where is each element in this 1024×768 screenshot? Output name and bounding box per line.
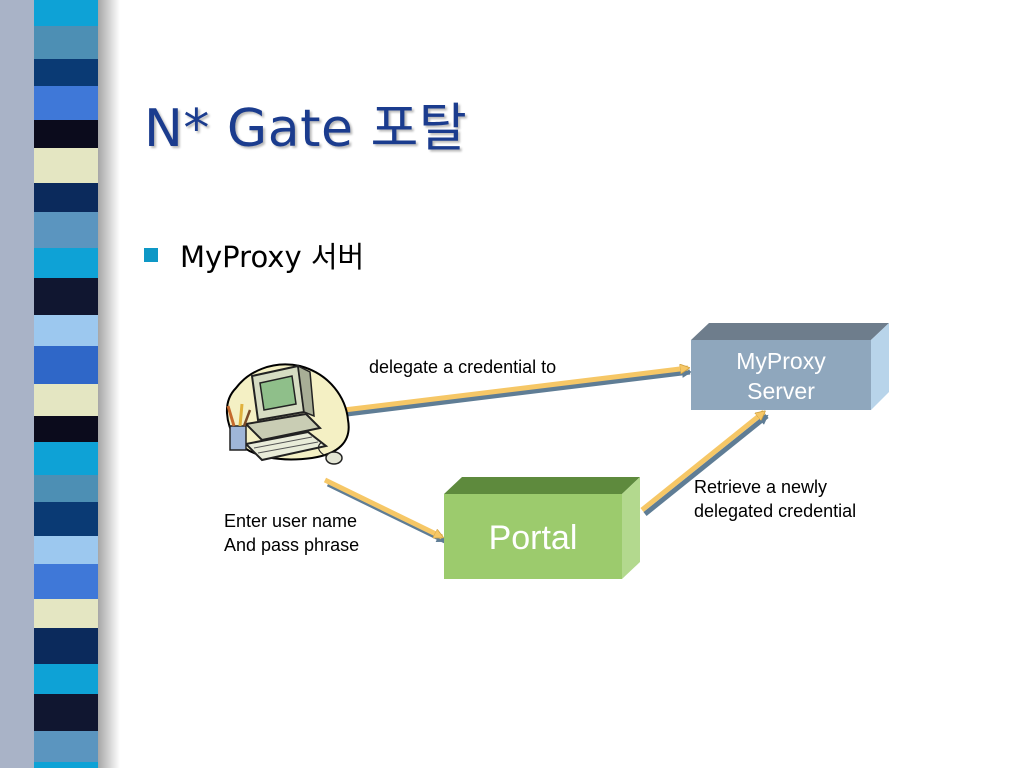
stripe-block xyxy=(34,536,98,564)
stripe-block xyxy=(34,442,98,475)
stripe-block xyxy=(34,762,98,768)
slide-title: N* Gate 포탈 xyxy=(144,99,468,159)
stripe-block xyxy=(34,183,98,212)
stripe-block xyxy=(34,120,98,148)
stripe-block xyxy=(34,502,98,536)
stripe-block xyxy=(34,475,98,502)
stripe-block xyxy=(34,416,98,442)
stripe-block xyxy=(34,564,98,599)
bullet-text: MyProxy 서버 xyxy=(180,240,365,274)
stripe-block xyxy=(34,346,98,384)
stripe-block xyxy=(34,148,98,183)
arrow-retrieve xyxy=(640,410,764,512)
myproxy-server-box xyxy=(691,323,889,410)
portal-box xyxy=(444,477,640,579)
stripe-block xyxy=(34,86,98,120)
edge-label-enter: Enter user name And pass phrase xyxy=(224,511,360,555)
computer-icon xyxy=(226,363,350,465)
stripe-block xyxy=(34,0,98,26)
bullet-item: MyProxy 서버 xyxy=(144,234,364,276)
portal-label: Portal xyxy=(488,519,578,557)
stripe-block xyxy=(34,599,98,628)
stripe-block xyxy=(34,26,98,59)
edge-label-retrieve: Retrieve a newly delegated credential xyxy=(694,477,857,521)
decorative-stripe-bar xyxy=(0,0,120,768)
bullet-square-icon xyxy=(144,248,158,262)
stripe-block xyxy=(34,278,98,315)
arrow-enter xyxy=(323,477,442,540)
stripe-block xyxy=(34,694,98,731)
stripe-block xyxy=(34,59,98,86)
myproxy-server-label: MyProxy Server xyxy=(736,348,826,404)
stripe-block xyxy=(34,315,98,346)
stripe-block xyxy=(34,212,98,248)
stripe-block xyxy=(34,664,98,694)
arrow-delegate xyxy=(343,368,688,413)
edge-label-delegate: delegate a credential to xyxy=(369,357,557,377)
stripe-block xyxy=(34,384,98,416)
stripe-block xyxy=(34,731,98,762)
stripe-block xyxy=(34,248,98,278)
stripe-block xyxy=(34,628,98,664)
